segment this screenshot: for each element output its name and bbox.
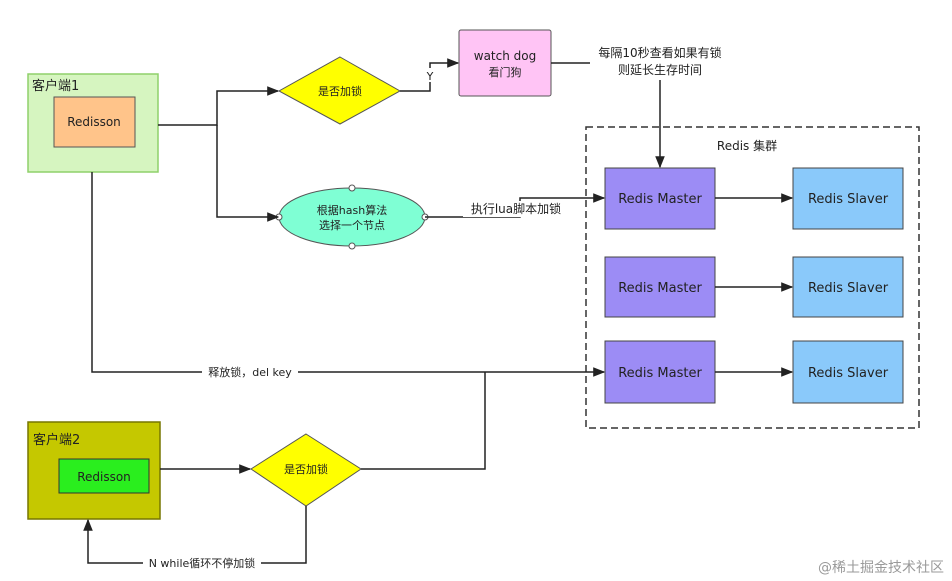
hash-node-handle-bottom xyxy=(348,242,356,250)
redis-cluster-frame xyxy=(585,126,920,429)
redis-slaver-1 xyxy=(792,167,904,230)
hash-node-ellipse xyxy=(278,187,426,247)
yes-label: Y xyxy=(426,70,434,83)
watchdog-note-line1: 每隔10秒查看如果有锁 xyxy=(598,45,721,60)
decision2-label: 是否加锁 xyxy=(284,462,328,476)
redis-cluster-title: Redis 集群 xyxy=(717,138,777,153)
client2-redisson-box xyxy=(58,458,150,494)
decision1-diamond xyxy=(277,56,402,125)
client2-redisson-label: Redisson xyxy=(77,470,131,484)
redis-slaver-3 xyxy=(792,340,904,404)
decision1-label: 是否加锁 xyxy=(318,84,362,98)
edge-decision2-master3 xyxy=(361,372,486,470)
redis-slaver-2 xyxy=(792,256,904,318)
redis-master-3 xyxy=(604,340,716,404)
redis-master-3-label: Redis Master xyxy=(618,366,702,381)
client1-redisson-box xyxy=(53,96,136,148)
retry-label: N while循环不停加锁 xyxy=(149,556,256,570)
watermark: @稀土掘金技术社区 xyxy=(818,560,944,576)
watchdog-line2: 看门狗 xyxy=(489,65,522,79)
redis-master-2 xyxy=(604,256,716,318)
redis-slaver-2-label: Redis Slaver xyxy=(808,281,889,296)
release-label: 释放锁，del key xyxy=(208,365,292,379)
hash-node-handle-top xyxy=(348,184,356,192)
watchdog-box xyxy=(458,29,552,97)
yes-label-bg xyxy=(423,68,437,82)
retry-label-bg xyxy=(143,556,261,570)
watchdog-line1: watch dog xyxy=(474,49,536,63)
redis-master-1 xyxy=(604,167,716,230)
edge-client1-hash xyxy=(216,125,280,222)
watchdog-note-line2: 则延长生存时间 xyxy=(618,63,702,77)
release-label-bg xyxy=(202,365,298,379)
redis-slaver-1-label: Redis Slaver xyxy=(808,192,889,207)
lua-label: 执行lua脚本加锁 xyxy=(471,201,561,216)
redis-master-1-label: Redis Master xyxy=(618,192,702,207)
hash-node-line2: 选择一个节点 xyxy=(319,218,385,232)
lua-label-bg xyxy=(463,201,569,217)
redis-master-2-label: Redis Master xyxy=(618,281,702,296)
client2-title: 客户端2 xyxy=(33,432,80,448)
redis-slaver-3-label: Redis Slaver xyxy=(808,366,889,381)
edge-client1-release xyxy=(91,172,606,377)
client1-redisson-label: Redisson xyxy=(67,115,121,129)
client1-title: 客户端1 xyxy=(32,78,79,94)
hash-node-line1: 根据hash算法 xyxy=(317,203,387,217)
edge-client1-branch xyxy=(158,86,280,126)
